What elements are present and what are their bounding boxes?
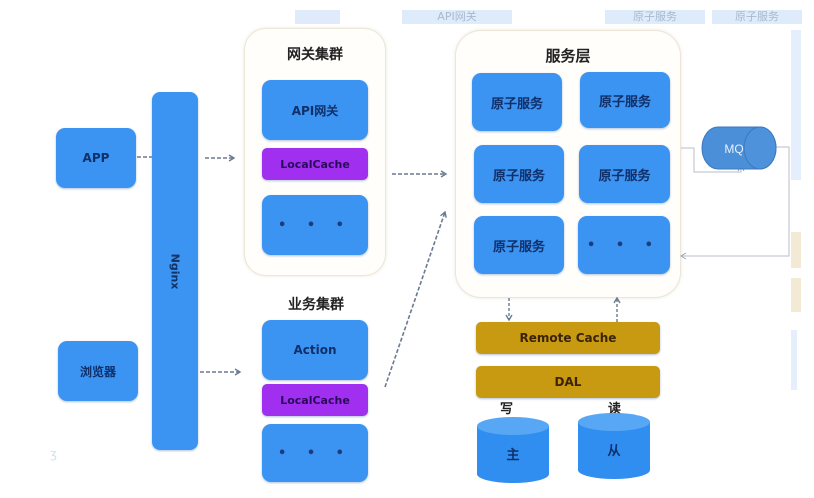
atomic-service-label: 原子服务: [598, 168, 651, 184]
atomic-service-box-1[interactable]: 原子服务: [472, 73, 562, 131]
ghost-right-tan-2: [791, 278, 801, 312]
service-layer-title: 服务层: [545, 47, 591, 65]
api-gateway-label: API网关: [291, 103, 339, 118]
gateway-localcache-label: LocalCache: [280, 157, 350, 171]
atomic-service-box-5[interactable]: 原子服务: [474, 216, 564, 274]
mq-queue[interactable]: MQ: [701, 126, 777, 170]
service-more-box[interactable]: • • •: [578, 216, 670, 274]
business-localcache-label: LocalCache: [280, 393, 350, 407]
api-gateway-box[interactable]: API网关: [262, 80, 368, 140]
atomic-service-label: 原子服务: [492, 239, 545, 255]
write-label: 写: [500, 402, 514, 417]
dal-box[interactable]: DAL: [476, 366, 660, 398]
slave-db[interactable]: [578, 413, 650, 479]
service-more-label: • • •: [587, 237, 661, 253]
business-localcache-box[interactable]: LocalCache: [262, 384, 368, 416]
gateway-localcache-box[interactable]: LocalCache: [262, 148, 368, 180]
arrow-business-to-service: [384, 210, 447, 388]
atomic-service-box-4[interactable]: 原子服务: [579, 145, 670, 203]
dal-label: DAL: [554, 375, 582, 389]
atomic-service-label: 原子服务: [490, 96, 543, 112]
action-label: Action: [293, 343, 337, 357]
gateway-cluster-title: 网关集群: [287, 47, 343, 63]
business-cluster-title: 业务集群: [288, 297, 344, 313]
gateway-more-box[interactable]: • • •: [262, 195, 368, 255]
browser-client-box[interactable]: 浏览器: [58, 341, 138, 401]
atomic-service-box-3[interactable]: 原子服务: [474, 145, 564, 203]
ghost-block-service-1: 原子服务: [605, 10, 705, 24]
app-client-box[interactable]: APP: [56, 128, 136, 188]
ghost-glyph: ʒ: [50, 447, 57, 461]
action-box[interactable]: Action: [262, 320, 368, 380]
ghost-block-api-gateway: API网关: [402, 10, 512, 24]
browser-label: 浏览器: [79, 364, 116, 379]
atomic-service-box-2[interactable]: 原子服务: [580, 72, 670, 128]
business-more-box[interactable]: • • •: [262, 424, 368, 482]
connector-mq-to-service: [680, 146, 790, 260]
mq-label: MQ: [724, 142, 743, 156]
ghost-block-1: [295, 10, 340, 24]
ghost-right-tan-1: [791, 232, 801, 268]
nginx-box[interactable]: Nginx: [152, 92, 198, 450]
master-db[interactable]: [477, 417, 549, 483]
app-label: APP: [82, 151, 110, 165]
slave-db-label: 从: [607, 444, 620, 459]
remote-cache-label: Remote Cache: [519, 331, 617, 345]
ghost-block-service-2: 原子服务: [712, 10, 802, 24]
master-db-label: 主: [506, 447, 519, 463]
ghost-right-strip-2: [791, 330, 797, 390]
atomic-service-label: 原子服务: [598, 94, 651, 110]
ghost-right-strip-1: [791, 30, 801, 180]
atomic-service-label: 原子服务: [492, 168, 545, 184]
business-more-label: • • •: [278, 445, 352, 461]
remote-cache-box[interactable]: Remote Cache: [476, 322, 660, 354]
connector-service-to-mq: [681, 147, 745, 173]
gateway-more-label: • • •: [278, 217, 352, 233]
